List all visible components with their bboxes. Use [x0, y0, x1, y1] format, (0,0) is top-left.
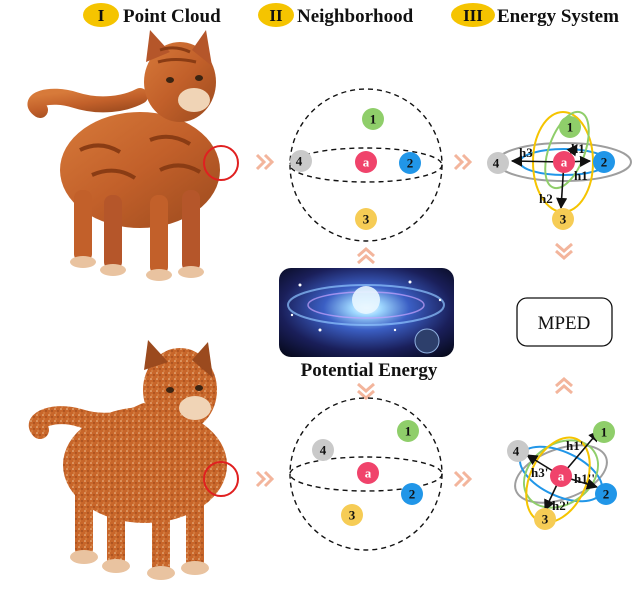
svg-text:3: 3	[542, 512, 549, 527]
mped-label: MPED	[538, 313, 591, 334]
svg-text:4: 4	[296, 154, 303, 169]
chevron-arrow-icon	[255, 470, 275, 488]
chevron-arrow-icon	[453, 470, 473, 488]
svg-text:a: a	[363, 155, 370, 170]
svg-text:4: 4	[493, 156, 500, 171]
chevron-arrow-icon	[255, 153, 275, 171]
point-1: 1	[593, 421, 615, 443]
legend-item-energy-system: III Energy System	[451, 3, 619, 27]
svg-text:1: 1	[567, 120, 574, 135]
focus-circle-top	[203, 145, 239, 181]
point-a: a	[357, 462, 379, 484]
focus-circle-bottom	[203, 461, 239, 497]
potential-energy-caption: Potential Energy	[301, 360, 438, 381]
legend-label: Point Cloud	[123, 6, 221, 27]
neighborhood-sphere-bottom: 1 4 a 2 3	[289, 397, 443, 551]
point-4: 4	[312, 439, 334, 461]
legend-item-point-cloud: I Point Cloud	[83, 3, 221, 27]
chevron-down-icon	[357, 382, 375, 400]
svg-text:2: 2	[603, 487, 610, 502]
point-a: a	[355, 151, 377, 173]
point-1: 1	[397, 420, 419, 442]
cat-clean-illustration	[27, 30, 220, 281]
point-3: 3	[534, 508, 556, 530]
chevron-arrow-icon	[453, 153, 473, 171]
point-2: 2	[593, 151, 615, 173]
energy-label-h3: h3	[519, 145, 533, 160]
point-2: 2	[399, 152, 421, 174]
energy-label-h1prime: h1'	[566, 438, 583, 453]
svg-text:4: 4	[320, 443, 327, 458]
point-a: a	[550, 465, 572, 487]
energy-label-h2prime: h2'	[552, 498, 569, 513]
point-4: 4	[507, 440, 529, 462]
point-2: 2	[401, 483, 423, 505]
svg-text:3: 3	[349, 508, 356, 523]
point-3: 3	[355, 208, 377, 230]
svg-text:a: a	[558, 469, 565, 484]
point-2: 2	[595, 483, 617, 505]
legend-label: Energy System	[497, 6, 619, 27]
point-1: 1	[362, 108, 384, 130]
energy-label-h1: h1	[571, 141, 585, 156]
numeral-badge	[258, 3, 294, 27]
point-3: 3	[341, 504, 363, 526]
legend: I Point Cloud II Neighborhood III Energy…	[83, 3, 619, 27]
svg-text:2: 2	[407, 156, 414, 171]
numeral-text: III	[463, 6, 483, 25]
numeral-text: II	[269, 6, 283, 25]
point-4: 4	[487, 152, 509, 174]
energy-system-bottom: 4 1 a 2 3 h1' h3' h1'' h2'	[507, 421, 617, 530]
svg-text:2: 2	[601, 155, 608, 170]
cat-noisy-illustration	[28, 340, 227, 580]
svg-text:a: a	[365, 466, 372, 481]
svg-text:a: a	[561, 155, 568, 170]
energy-label-h3prime: h3'	[531, 465, 548, 480]
legend-label: Neighborhood	[297, 6, 414, 27]
energy-label-h1: h1	[574, 168, 588, 183]
svg-text:2: 2	[409, 487, 416, 502]
svg-text:1: 1	[601, 425, 608, 440]
chevron-down-icon	[555, 242, 573, 260]
svg-text:4: 4	[513, 444, 520, 459]
numeral-text: I	[98, 6, 105, 25]
point-4: 4	[290, 150, 312, 172]
energy-label-h2: h2	[539, 191, 553, 206]
galaxy-image	[279, 268, 454, 357]
point-1: 1	[559, 116, 581, 138]
legend-item-neighborhood: II Neighborhood	[258, 3, 414, 27]
numeral-badge	[451, 3, 495, 27]
svg-text:1: 1	[405, 424, 412, 439]
svg-text:3: 3	[363, 212, 370, 227]
mped-box: MPED	[516, 297, 613, 347]
chevron-up-icon	[555, 377, 573, 395]
neighborhood-sphere-top: 1 4 a 2 3	[289, 88, 443, 242]
svg-text:1: 1	[370, 112, 377, 127]
energy-system-top: 4 1 2 a 3 h3 h1 h1 h2	[487, 110, 632, 230]
point-a: a	[553, 151, 575, 173]
numeral-badge	[83, 3, 119, 27]
energy-label-h1doubleprime: h1''	[574, 471, 595, 486]
chevron-up-icon	[357, 247, 375, 265]
point-3: 3	[552, 208, 574, 230]
svg-text:3: 3	[560, 212, 567, 227]
